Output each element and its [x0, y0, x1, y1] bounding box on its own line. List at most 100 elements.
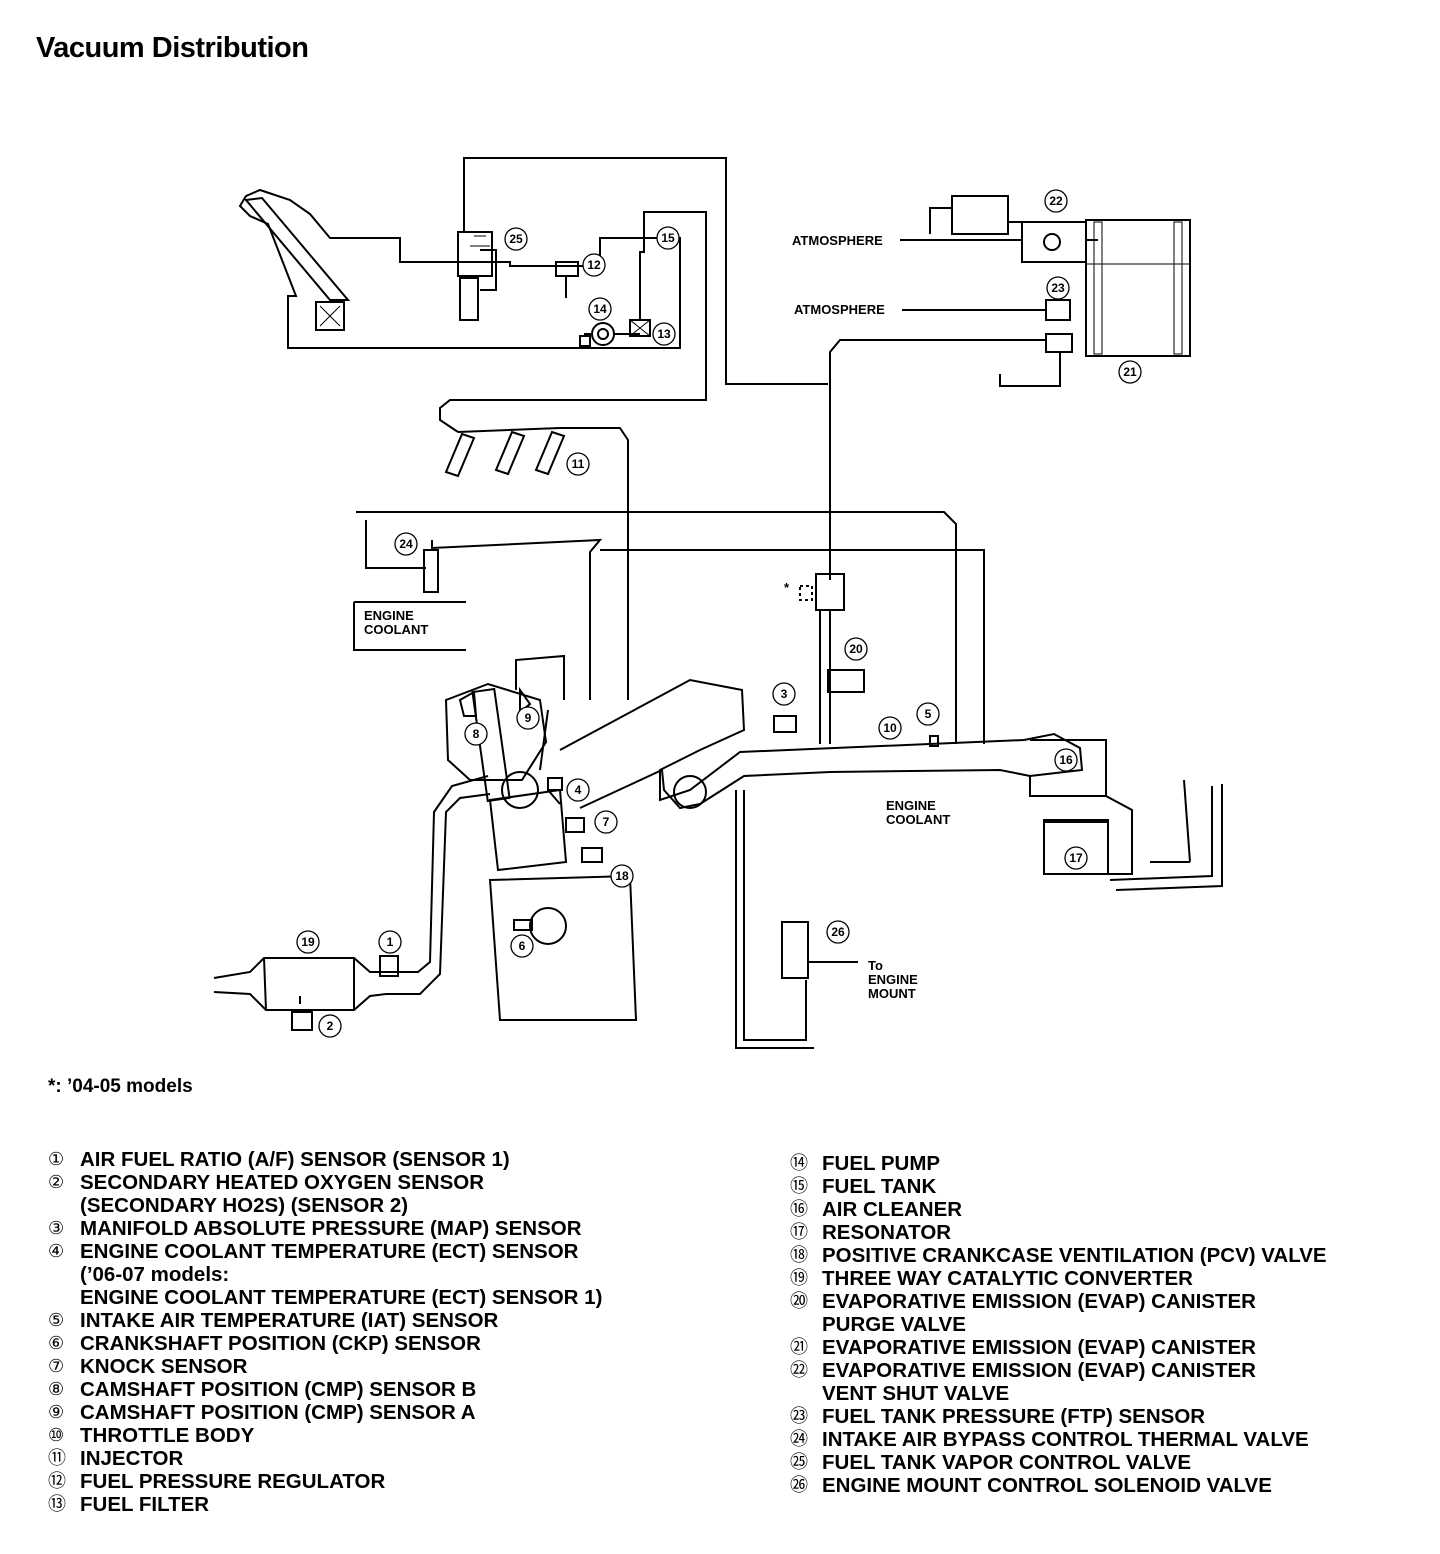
legend-text: THROTTLE BODY [80, 1424, 255, 1447]
asterisk-label: * [784, 580, 790, 595]
engine-coolant-line-1: ENGINE [364, 608, 414, 623]
atmosphere-label-2: ATMOSPHERE [794, 302, 885, 317]
fuel-rail [457, 427, 629, 700]
fuel-pump [579, 322, 640, 347]
legend-number: ⑭ [790, 1153, 808, 1173]
callout-number-18: 18 [615, 869, 629, 883]
callout-number-9: 9 [525, 711, 532, 725]
callout-number-16: 16 [1059, 753, 1073, 767]
legend-number: ⑱ [790, 1245, 808, 1265]
legend-text: CRANKSHAFT POSITION (CKP) SENSOR [80, 1332, 481, 1355]
callout-number-6: 6 [519, 939, 526, 953]
legend-number: ⑧ [48, 1379, 65, 1399]
callout-number-20: 20 [849, 642, 863, 656]
legend-text: FUEL TANK PRESSURE (FTP) SENSOR [822, 1405, 1206, 1428]
callout-circle-1 [378, 930, 402, 954]
fuel-tank-assembly [238, 188, 681, 349]
legend-text: FUEL PRESSURE REGULATOR [80, 1470, 386, 1493]
engine-coolant-mid-line-2: COOLANT [886, 812, 950, 827]
callout-number-25: 25 [509, 232, 523, 246]
callout-circle-12 [582, 253, 606, 277]
legend-text: KNOCK SENSOR [80, 1355, 248, 1378]
callout-circle-13 [652, 322, 676, 346]
legend-text: MANIFOLD ABSOLUTE PRESSURE (MAP) SENSOR [80, 1217, 582, 1240]
callout-circle-21 [1118, 360, 1142, 384]
throttle-air-line [515, 549, 985, 744]
legend-left-item: ⑧ CAMSHAFT POSITION (CMP) SENSOR B [48, 1378, 708, 1401]
legend-text: INTAKE AIR BYPASS CONTROL THERMAL VALVE [822, 1428, 1309, 1451]
evap-vent-shut-valve [929, 195, 1098, 263]
callout-number-14: 14 [593, 302, 607, 316]
fuel-tank-pressure-sensor [1045, 299, 1073, 353]
injectors [444, 430, 566, 478]
callout-circle-18 [610, 864, 634, 888]
legend-text: CAMSHAFT POSITION (CMP) SENSOR A [80, 1401, 476, 1424]
callout-circle-6 [510, 934, 534, 958]
legend-text: ENGINE MOUNT CONTROL SOLENOID VALVE [822, 1474, 1272, 1497]
legend-text: SECONDARY HEATED OXYGEN SENSOR (SECONDAR… [80, 1171, 484, 1217]
callout-circle-22 [1044, 189, 1068, 213]
to-engine-mount-line-2: ENGINE [868, 972, 918, 987]
callout-number-23: 23 [1051, 281, 1065, 295]
legend-left-item: ② SECONDARY HEATED OXYGEN SENSOR (SECONDA… [48, 1171, 708, 1217]
legend-number: ① [48, 1149, 65, 1169]
legend-text: AIR CLEANER [822, 1198, 963, 1221]
legend-number: ③ [48, 1218, 65, 1238]
callout-circle-9 [516, 706, 540, 730]
legend-text: RESONATOR [822, 1221, 952, 1244]
legend-text: EVAPORATIVE EMISSION (EVAP) CANISTER VEN… [822, 1359, 1256, 1405]
callout-circle-3 [772, 682, 796, 706]
callout-number-24: 24 [399, 537, 413, 551]
legend-number: ⑤ [48, 1310, 65, 1330]
fuel-pressure-regulator [555, 261, 579, 298]
legend-number: ⑲ [790, 1268, 808, 1288]
engine-mount-solenoid [735, 790, 858, 1049]
callout-circle-25 [504, 227, 528, 251]
legend-right-item: ⑱ POSITIVE CRANKCASE VENTILATION (PCV) VA… [790, 1244, 1430, 1267]
callout-number-26: 26 [831, 925, 845, 939]
legend-text: POSITIVE CRANKCASE VENTILATION (PCV) VAL… [822, 1244, 1327, 1267]
callout-circle-5 [916, 702, 940, 726]
evap-purge-valve [799, 573, 865, 744]
callout-number-1: 1 [387, 935, 394, 949]
callout-circle-8 [464, 722, 488, 746]
engine-coolant-line-2: COOLANT [364, 622, 428, 637]
to-engine-mount-line-1: To [868, 958, 883, 973]
legend-text: AIR FUEL RATIO (A/F) SENSOR (SENSOR 1) [80, 1148, 510, 1171]
legend-number: ⑥ [48, 1333, 65, 1353]
callout-number-13: 13 [657, 327, 671, 341]
legend-text: EVAPORATIVE EMISSION (EVAP) CANISTER [822, 1336, 1256, 1359]
callout-number-5: 5 [925, 707, 932, 721]
legend-number: ⑮ [790, 1176, 808, 1196]
callout-circle-17 [1064, 846, 1088, 870]
legend-text: CAMSHAFT POSITION (CMP) SENSOR B [80, 1378, 477, 1401]
legend-text: INJECTOR [80, 1447, 184, 1470]
callout-circle-23 [1046, 276, 1070, 300]
legend-text: ENGINE COOLANT TEMPERATURE (ECT) SENSOR … [80, 1240, 603, 1309]
legend-number: ㉕ [790, 1452, 808, 1472]
air-cleaner-resonator [1029, 739, 1223, 891]
exhaust [213, 775, 491, 1031]
legend-number: ② [48, 1172, 65, 1192]
legend-number: ⑦ [48, 1356, 65, 1376]
legend-right-item: ㉒ EVAPORATIVE EMISSION (EVAP) CANISTER VE… [790, 1359, 1430, 1405]
to-engine-mount-line-3: MOUNT [868, 986, 916, 1001]
callout-number-7: 7 [603, 815, 610, 829]
callout-circle-19 [296, 930, 320, 954]
callout-number-19: 19 [301, 935, 315, 949]
legend-number: ㉒ [790, 1360, 808, 1380]
legend-left-item: ⑦ KNOCK SENSOR [48, 1355, 708, 1378]
